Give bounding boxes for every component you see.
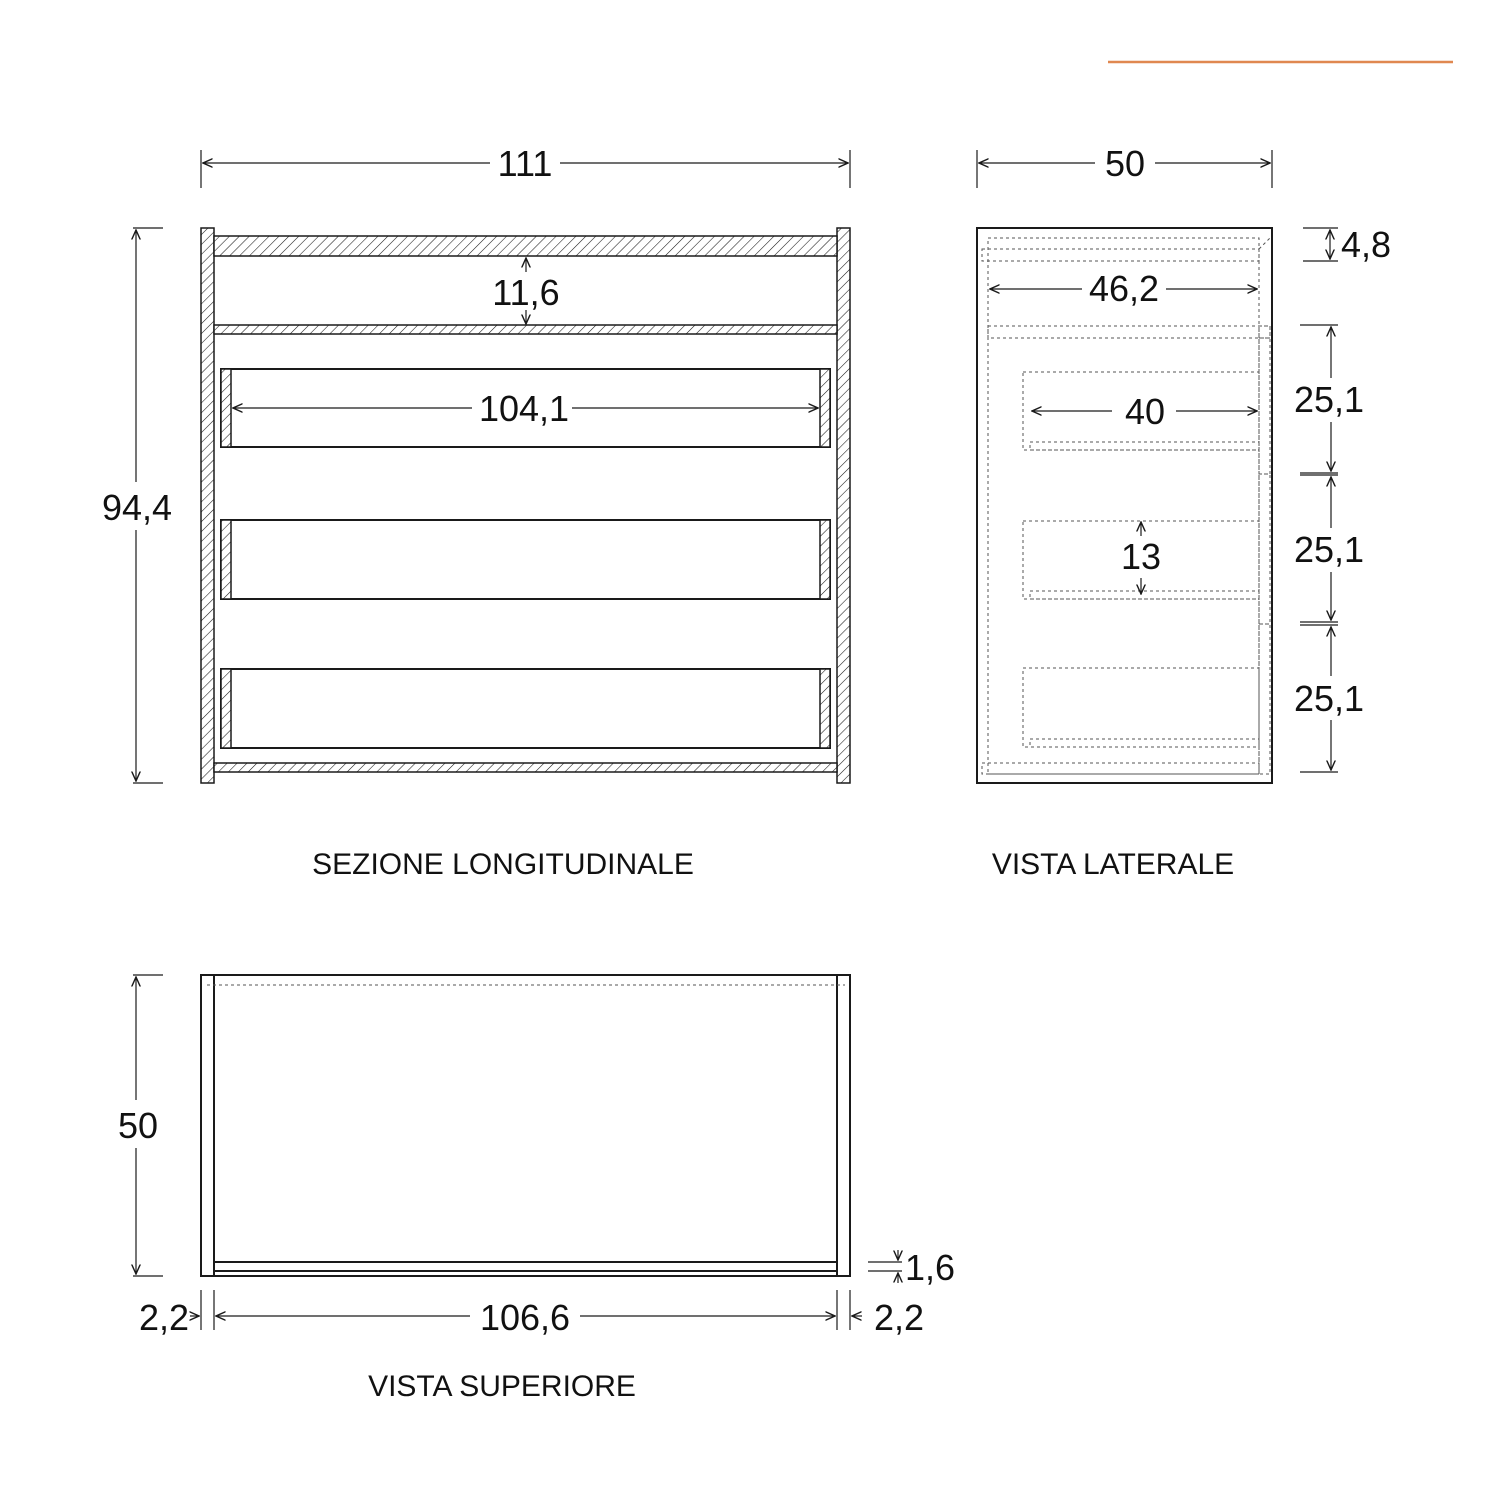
dim-drawer-pitch-1: 25,1 [1294, 379, 1364, 420]
drawer-3 [220, 668, 831, 749]
dim-inner-width-106-6: 106,6 [480, 1297, 570, 1338]
top-view: 50 1,6 2,2 106,6 2,2 VISTA SUPERIORE [118, 974, 955, 1403]
caption-longitudinal: SEZIONE LONGITUDINALE [312, 848, 694, 881]
dim-drawer-depth-40: 40 [1125, 391, 1165, 432]
side-view: 50 4,8 46,2 40 13 25,1 25,1 25,1 [976, 143, 1391, 881]
dim-drawer-pitch-2: 25,1 [1294, 529, 1364, 570]
dim-drawer-width-104-1: 104,1 [479, 388, 569, 429]
dim-side-left-2-2: 2,2 [139, 1297, 189, 1338]
dim-inner-depth-46-2: 46,2 [1089, 268, 1159, 309]
dim-top-gap-11-6: 11,6 [492, 272, 559, 313]
dim-width-111: 111 [498, 143, 553, 184]
dim-back-thickness-1-6: 1,6 [905, 1247, 955, 1288]
drawer-1 [220, 368, 831, 448]
dim-drawer-pitch-3: 25,1 [1294, 678, 1364, 719]
drawer-2 [220, 519, 831, 600]
dim-height-94-4: 94,4 [102, 487, 172, 528]
dim-drawer-height-13: 13 [1121, 536, 1161, 577]
caption-top: VISTA SUPERIORE [368, 1370, 636, 1403]
caption-side: VISTA LATERALE [992, 848, 1234, 881]
dim-side-width-50: 50 [1105, 143, 1145, 184]
dim-side-right-2-2: 2,2 [874, 1297, 924, 1338]
dim-top-thickness-4-8: 4,8 [1341, 224, 1391, 265]
longitudinal-section: 111 94,4 11,6 104,1 SEZIONE LONGITUDINAL… [102, 143, 851, 881]
dim-top-depth-50: 50 [118, 1105, 158, 1146]
